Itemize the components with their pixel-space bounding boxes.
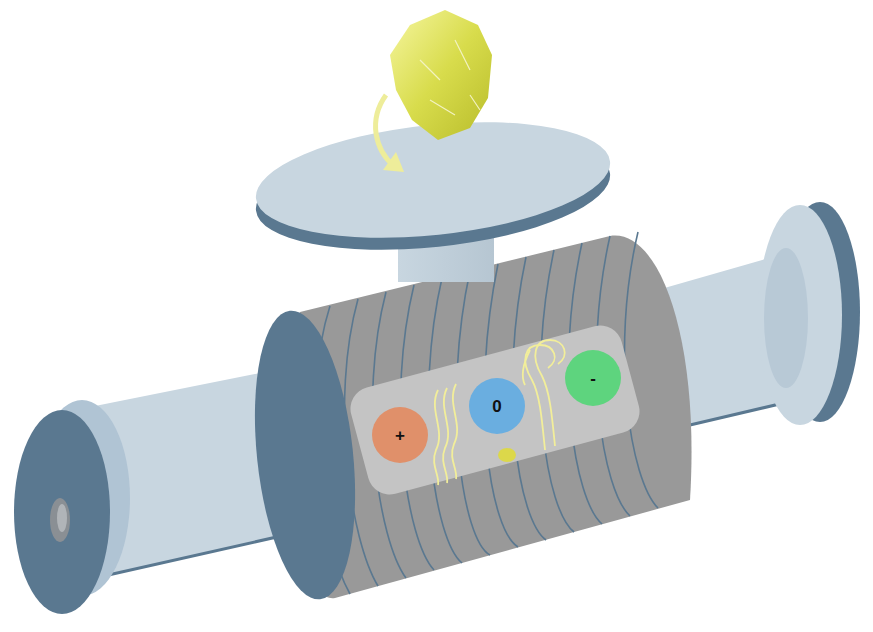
neutral-circle: 0 (469, 378, 525, 434)
positive-ion-circle: + (372, 407, 428, 463)
charge-label: 0 (492, 398, 501, 415)
sample-rock (376, 10, 492, 172)
negative-ion-circle: - (565, 350, 621, 406)
charge-label: - (590, 370, 596, 387)
coil (242, 232, 691, 604)
display-panel (346, 321, 645, 500)
charge-label: + (395, 427, 405, 444)
